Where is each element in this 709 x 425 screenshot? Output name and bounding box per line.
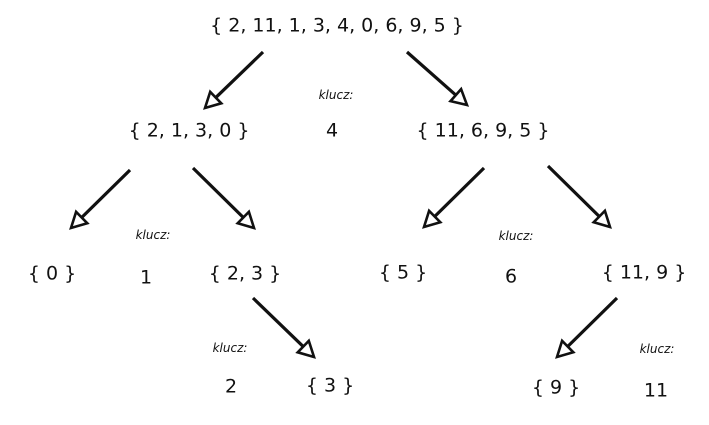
arrow-left-right-right-shaft	[251, 296, 305, 348]
node-root: { 2, 11, 1, 3, 4, 0, 6, 9, 5 }	[210, 14, 464, 37]
key-right: 6	[504, 265, 518, 288]
arrow-left-left-head	[69, 209, 90, 230]
key-label-left-right: klucz:	[212, 341, 248, 355]
node-lr-right: { 3 }	[305, 374, 355, 397]
arrow-left-right-shaft	[191, 166, 245, 219]
arrows-layer	[69, 50, 619, 359]
key-root: 4	[325, 119, 339, 142]
key-left: 1	[139, 266, 153, 289]
arrow-right-left-shaft	[433, 166, 486, 218]
node-right-left: { 5 }	[378, 261, 428, 284]
node-left-right: { 2, 3 }	[208, 262, 282, 285]
key-label-left: klucz:	[135, 228, 171, 242]
node-left-left: { 0 }	[27, 262, 77, 285]
arrow-root-right-head	[448, 86, 470, 107]
node-rr-left: { 9 }	[531, 376, 581, 399]
arrow-root-left-shaft	[214, 50, 265, 99]
node-right: { 11, 6, 9, 5 }	[416, 119, 550, 142]
arrow-root-left-head	[203, 89, 224, 110]
key-label-right-right: klucz:	[639, 342, 675, 356]
arrow-left-right-right-head	[295, 338, 316, 359]
arrow-right-right-left-shaft	[566, 296, 619, 348]
node-right-right: { 11, 9 }	[601, 261, 687, 284]
arrow-right-right-head	[591, 208, 612, 229]
arrow-root-right-shaft	[405, 50, 457, 97]
key-right-right: 11	[643, 379, 669, 402]
arrow-right-left-head	[422, 208, 443, 229]
arrow-left-left-shaft	[80, 168, 132, 219]
arrow-right-right-left-head	[555, 338, 576, 359]
key-left-right: 2	[224, 375, 238, 398]
node-left: { 2, 1, 3, 0 }	[128, 119, 250, 142]
key-label-right: klucz:	[498, 229, 534, 243]
arrow-left-right-head	[235, 209, 256, 230]
key-label-root: klucz:	[318, 88, 354, 102]
arrow-right-right-shaft	[546, 164, 601, 218]
